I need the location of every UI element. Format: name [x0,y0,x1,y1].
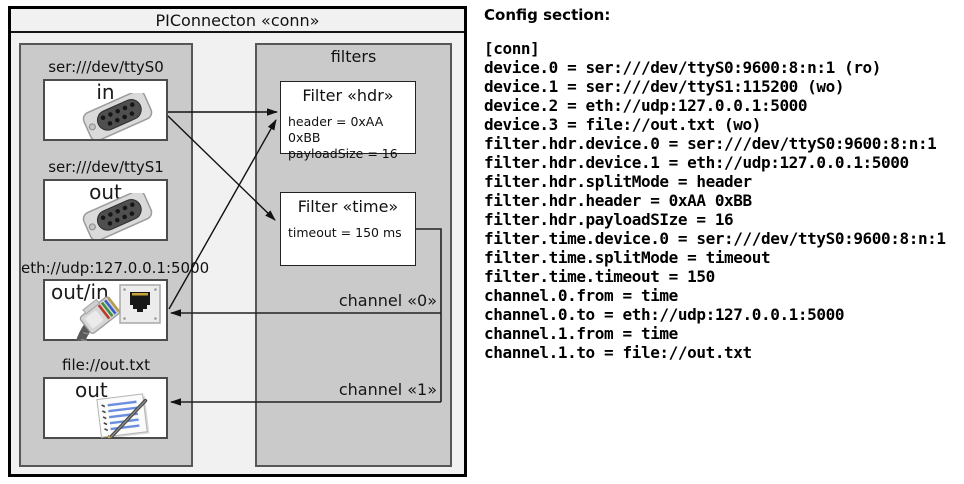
filter-time-attr-timeout: timeout = 150 ms [288,225,402,240]
config-lines: [conn] device.0 = ser:///dev/ttyS0:9600:… [484,39,962,362]
devices-panel: ser:///dev/ttyS0 in [19,43,210,467]
config-line: filter.time.timeout = 150 [484,267,715,286]
config-line: channel.1.from = time [484,324,678,343]
filter-hdr-title: Filter «hdr» [302,86,394,105]
port-label: out [89,180,122,204]
config-line: [conn] [484,39,540,58]
config-line: channel.0.to = eth://udp:127.0.0.1:5000 [484,305,845,324]
port-label: out [75,378,108,402]
ethernet-port-icon [119,284,161,324]
config-section: Config section: [conn] device.0 = ser://… [484,6,962,362]
diagram-title: PIConnecton «conn» [155,11,320,30]
device-box-ttys1: out [43,179,168,241]
config-line: filter.hdr.device.1 = eth://udp:127.0.0.… [484,153,909,172]
device-box-ttys0: in [43,79,168,141]
config-line: channel.0.from = time [484,286,678,305]
channel-0-label: channel «0» [338,291,437,310]
config-line: filter.hdr.device.0 = ser:///dev/ttyS0:9… [484,134,937,153]
channel-1-label: channel «1» [338,380,437,399]
filter-time-title: Filter «time» [297,197,399,216]
config-line: device.0 = ser:///dev/ttyS0:9600:8:n:1 (… [484,58,882,77]
filter-time-box: Filter «time» timeout = 150 ms [280,192,416,266]
config-line: filter.time.device.0 = ser:///dev/ttyS0:… [484,229,946,248]
filters-panel: filters Filter «hdr» header = 0xAA 0xBB … [255,43,452,467]
config-line: filter.time.splitMode = timeout [484,248,771,267]
filters-title: filters [330,47,377,66]
config-line: channel.1.to = file://out.txt [484,343,752,362]
config-line: filter.hdr.payloadSIze = 16 [484,210,734,229]
filter-hdr-attr-header: header = 0xAA 0xBB [288,114,384,145]
config-line: device.3 = file://out.txt (wo) [484,115,761,134]
filter-hdr-box: Filter «hdr» header = 0xAA 0xBB payloadS… [280,81,416,161]
device-box-eth: out/in [43,279,168,341]
piconnection-outer-box: PIConnecton «conn» ser:///dev/ttyS0 in [8,6,467,477]
ethernet-connector-icon [73,296,120,341]
config-line: filter.hdr.header = 0xAA 0xBB [484,191,752,210]
device-label-file: file://out.txt [62,356,150,374]
config-line: filter.hdr.splitMode = header [484,172,752,191]
serial-connector-icon [82,193,153,239]
title-separator [11,31,464,33]
config-heading: Config section: [484,6,611,24]
device-label-ttys1: ser:///dev/ttyS1 [48,158,164,176]
device-box-file: out [43,377,168,439]
filter-hdr-attr-payload: payloadSize = 16 [288,146,398,161]
config-line: device.2 = eth://udp:127.0.0.1:5000 [484,96,808,115]
port-label: out/in [51,280,109,304]
device-label-ttys0: ser:///dev/ttyS0 [48,58,164,76]
port-label: in [96,80,115,104]
config-line: device.1 = ser:///dev/ttyS1:115200 (wo) [484,77,845,96]
device-label-eth: eth://udp:127.0.0.1:5000 [21,259,210,277]
serial-connector-icon [82,93,153,139]
notepad-file-icon [96,393,150,438]
